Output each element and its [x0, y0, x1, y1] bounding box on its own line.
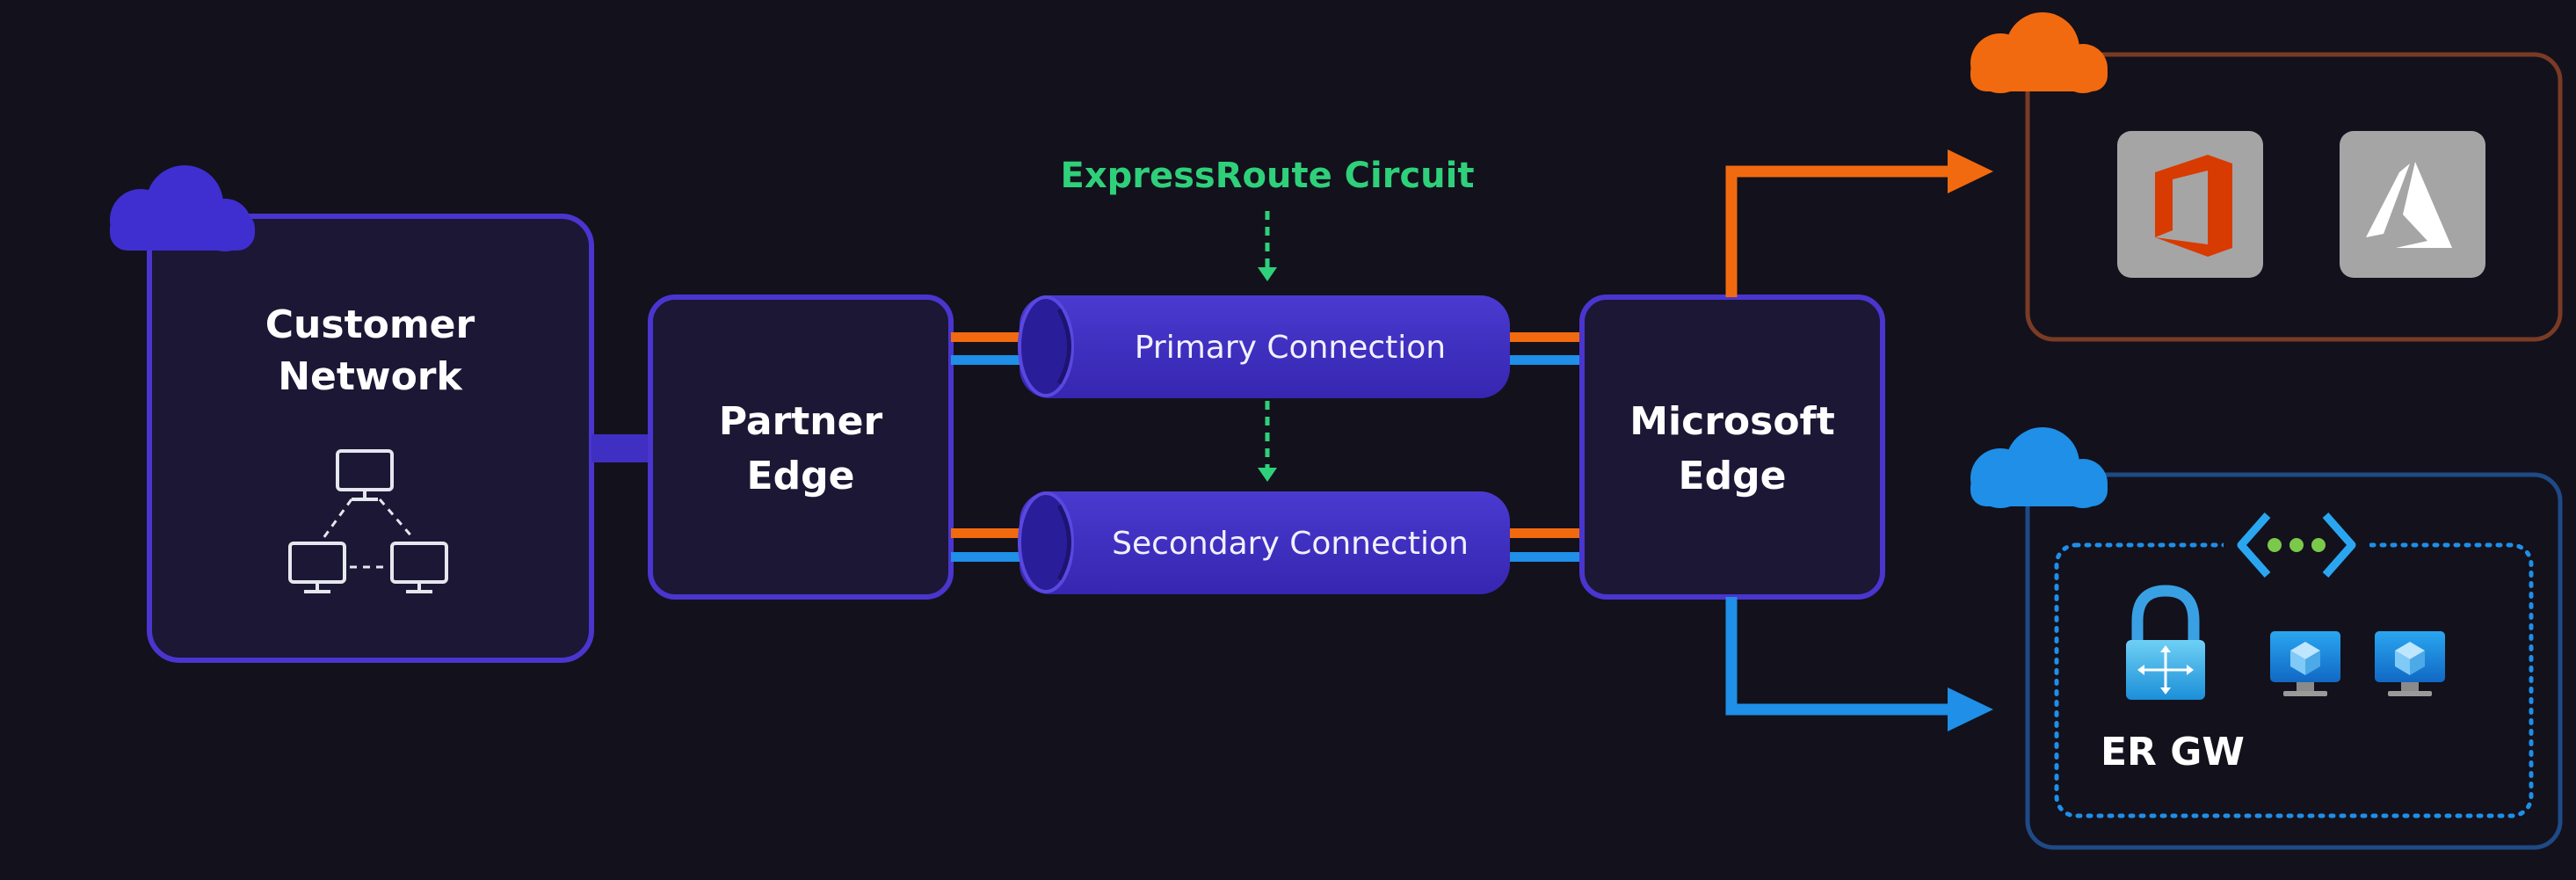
- office-icon: [2117, 131, 2263, 278]
- primary-left-cables: [951, 332, 1037, 365]
- virtual-machine-icon: [2375, 631, 2445, 696]
- primary-right-cables: [1505, 332, 1582, 365]
- virtual-machine-icon: [2270, 631, 2340, 696]
- azure-private-box: [2025, 472, 2563, 850]
- customer-cloud-icon: [110, 165, 255, 251]
- circuit-arrow-middle: [1258, 401, 1277, 482]
- network-topology-icon: [288, 449, 448, 593]
- microsoft-edge-label-line1: Microsoft: [1629, 399, 1834, 444]
- gateway-lock-icon: [2126, 585, 2205, 700]
- er-gateway-label: ER GW: [2101, 730, 2245, 775]
- secondary-connection-pipe: Secondary Connection: [1018, 491, 1510, 594]
- primary-connection-label: Primary Connection: [1135, 330, 1446, 366]
- customer-network-label-line2: Network: [278, 354, 463, 399]
- microsoft-cloud-icon: [1970, 12, 2108, 93]
- circuit-arrow-top: [1258, 211, 1277, 281]
- azure-cloud-icon: [1970, 427, 2108, 508]
- microsoft-edge-label-line2: Edge: [1679, 454, 1787, 498]
- partner-edge-label-line1: Partner: [719, 399, 883, 444]
- customer-network-label-line1: Customer: [265, 302, 475, 347]
- private-peering-arrow: [1725, 597, 1993, 731]
- partner-edge-label-line2: Edge: [747, 454, 855, 498]
- vnet-icon: [2224, 513, 2369, 582]
- secondary-left-cables: [951, 528, 1037, 562]
- azure-icon: [2340, 131, 2485, 278]
- customer-network-node: Customer Network: [147, 214, 594, 663]
- microsoft-cloud-services-box: [2025, 52, 2563, 342]
- expressroute-circuit-label: ExpressRoute Circuit: [1061, 156, 1475, 196]
- secondary-connection-label: Secondary Connection: [1112, 526, 1469, 562]
- microsoft-edge-node: Microsoft Edge: [1579, 295, 1885, 600]
- primary-connection-pipe: Primary Connection: [1018, 295, 1510, 398]
- customer-partner-link: [591, 434, 653, 462]
- microsoft-peering-arrow: [1725, 149, 1993, 297]
- partner-edge-node: Partner Edge: [648, 295, 954, 600]
- secondary-right-cables: [1505, 528, 1582, 562]
